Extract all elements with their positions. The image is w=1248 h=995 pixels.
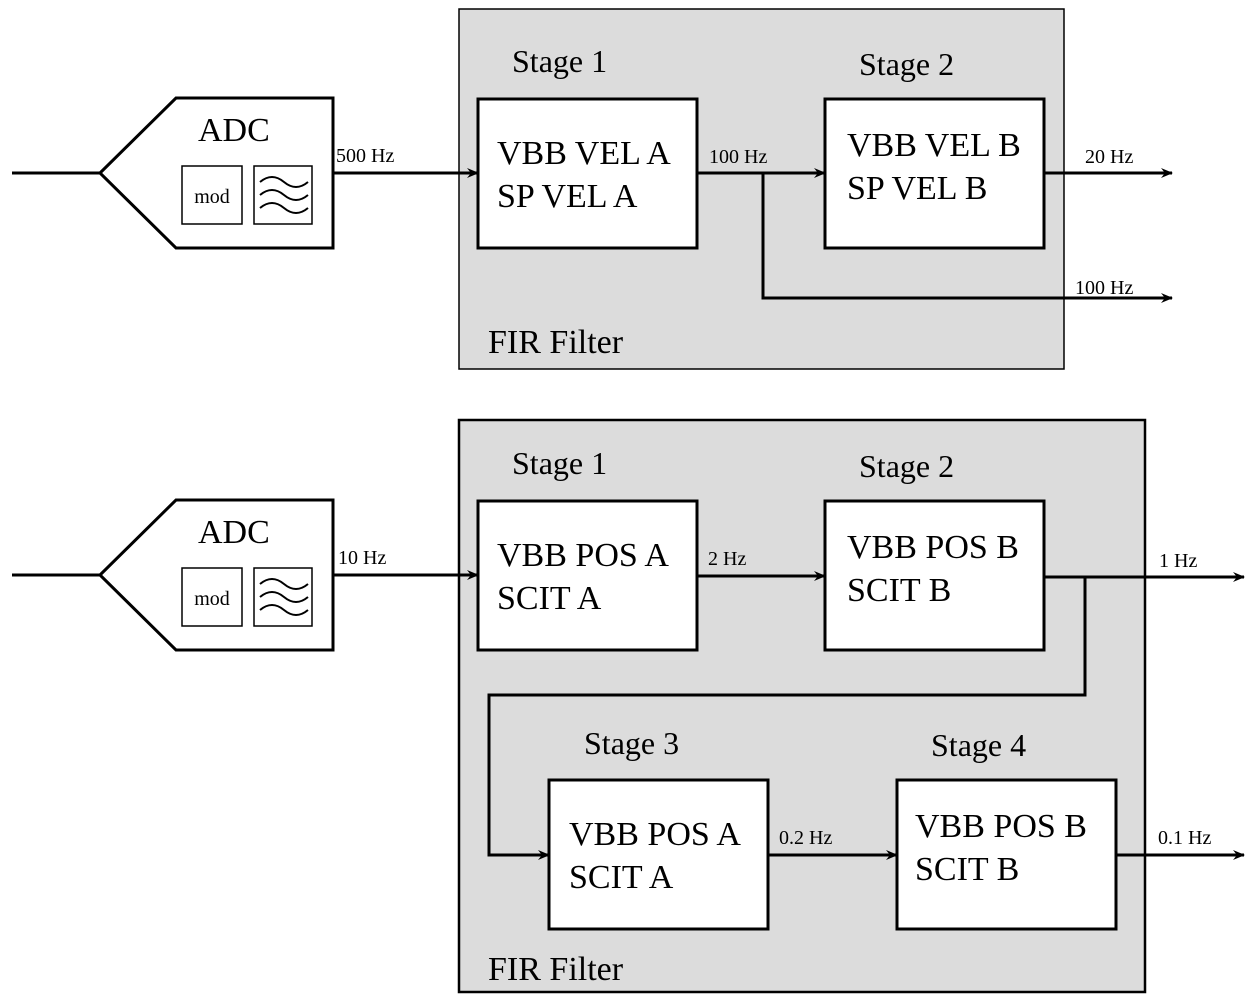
top-stage2-out-rate-label: 20 Hz: [1085, 146, 1133, 168]
bottom-stage1-out-rate-label: 2 Hz: [708, 548, 746, 570]
top-lowpass-filter-icon: [253, 165, 313, 225]
bottom-stage4-line2: SCIT B: [915, 851, 1019, 888]
top-adc-label: ADC: [198, 112, 270, 149]
top-input-rate-label: 500 Hz: [336, 145, 394, 167]
bottom-stage1-title: Stage 1: [512, 445, 607, 481]
top-stage2-title: Stage 2: [859, 46, 954, 82]
bottom-stage2-line2: SCIT B: [847, 572, 951, 609]
bottom-stage3-line2: SCIT A: [569, 859, 674, 896]
top-stage1-title: Stage 1: [512, 43, 607, 79]
top-stage1-line2: SP VEL A: [497, 178, 638, 215]
bottom-fir-filter-label: FIR Filter: [488, 951, 624, 988]
bottom-lowpass-filter-icon: [253, 567, 313, 627]
top-branch-output-arrow: [761, 173, 1173, 303]
bottom-stage2-title: Stage 2: [859, 448, 954, 484]
top-stage2-line1: VBB VEL B: [847, 127, 1021, 164]
top-mod-box: [181, 165, 243, 225]
bottom-stage2-to-stage3-arrow: [487, 577, 1087, 860]
bottom-adc-block: ADC mod: [12, 498, 335, 652]
top-stage1-box: [476, 97, 699, 250]
top-fir-filter-label: FIR Filter: [488, 324, 624, 361]
bottom-input-rate-label: 10 Hz: [338, 547, 386, 569]
top-stage2-line2: SP VEL B: [847, 170, 987, 207]
top-stage1-line1: VBB VEL A: [497, 135, 671, 172]
bottom-stage3-box: [547, 778, 770, 931]
bottom-stage4-box: [895, 778, 1118, 931]
bottom-stage2-line1: VBB POS B: [847, 529, 1019, 566]
bottom-diagram: FIR Filter ADC mod 10 Hz Stage 1 VBB POS…: [12, 418, 1245, 994]
bottom-stage3-out-rate-label: 0.2 Hz: [779, 827, 832, 849]
bottom-stage3-title: Stage 3: [584, 725, 679, 761]
bottom-stage4-out-rate-label: 0.1 Hz: [1158, 827, 1211, 849]
bottom-stage3-line1: VBB POS A: [569, 816, 741, 853]
top-diagram: FIR Filter ADC mod 500 Hz Stage 1 VBB VE…: [12, 8, 1173, 370]
bottom-adc-label: ADC: [198, 514, 270, 551]
bottom-stage4-line1: VBB POS B: [915, 808, 1087, 845]
bottom-stage2-box: [823, 499, 1046, 652]
top-branch-out-rate-label: 100 Hz: [1075, 277, 1133, 299]
bottom-stage1-line1: VBB POS A: [497, 537, 669, 574]
bottom-mod-box: [181, 567, 243, 627]
top-stage1-out-rate-label: 100 Hz: [709, 146, 767, 168]
top-adc-block: ADC mod: [12, 96, 335, 250]
top-mod-label: mod: [194, 186, 230, 208]
bottom-mod-label: mod: [194, 588, 230, 610]
bottom-stage2-out-rate-label: 1 Hz: [1159, 550, 1197, 572]
bottom-stage1-line2: SCIT A: [497, 580, 602, 617]
bottom-stage4-title: Stage 4: [931, 727, 1026, 763]
bottom-stage1-box: [476, 499, 699, 652]
